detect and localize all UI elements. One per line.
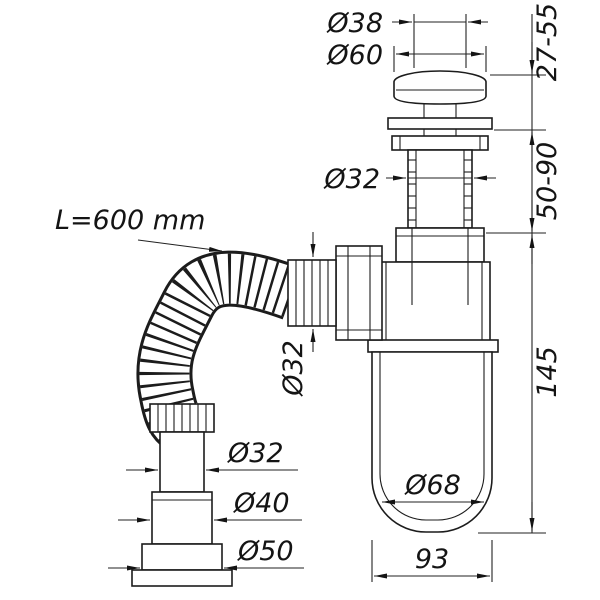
outlet-flange-50 xyxy=(141,543,223,571)
lock-ring xyxy=(391,135,489,151)
dim-label-trap-width: 93 xyxy=(415,544,449,575)
outlet-stack xyxy=(131,403,233,587)
pop-up-waste xyxy=(387,70,493,263)
dim-label-outlet-pipe: Ø32 xyxy=(227,438,284,469)
dim-label-outlet-flange: Ø50 xyxy=(237,536,294,567)
pop-up-cap xyxy=(393,70,487,105)
tailpipe xyxy=(407,149,473,229)
cup-shoulder xyxy=(367,339,499,353)
dim-label-trap-height: 145 xyxy=(532,346,563,398)
trap-cup-outer xyxy=(371,351,493,533)
inlet-union-nut xyxy=(335,245,383,341)
outlet-pipe-32 xyxy=(159,431,205,493)
dim-label-body-height: 50-90 xyxy=(532,142,563,220)
dim-label-cup: Ø68 xyxy=(404,470,461,501)
dim-label-outlet-socket: Ø40 xyxy=(233,488,290,519)
dim-label-inlet: Ø32 xyxy=(278,340,309,397)
dim-label-hose-length: L=600 mm xyxy=(55,205,205,236)
flange-base xyxy=(131,569,233,587)
dim-label-cap: Ø60 xyxy=(326,40,383,71)
adapter-ribs xyxy=(295,260,329,326)
waste-flange xyxy=(387,117,493,130)
trap-cup-inner xyxy=(379,352,485,521)
dimension-lines xyxy=(108,14,546,582)
dim-label-plug-top: Ø38 xyxy=(326,8,383,39)
dim-label-tailpipe: Ø32 xyxy=(323,164,380,195)
tailpipe-threads xyxy=(408,159,472,221)
dim-label-cap-height: 27-55 xyxy=(532,3,563,81)
union-nut-top xyxy=(395,227,485,263)
trap-upper-body xyxy=(377,261,491,343)
trap-body xyxy=(287,245,499,533)
collar-ribs xyxy=(157,404,207,432)
